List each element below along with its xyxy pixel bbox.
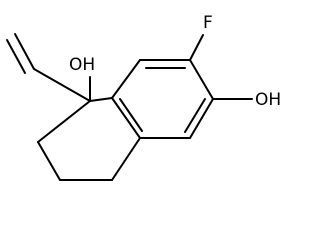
double-bond-c6-c5 <box>184 98 206 133</box>
double-bond-c4a-c8a <box>119 98 143 132</box>
hydroxyl-label-top: OH <box>69 55 95 75</box>
bond-c2-c3 <box>37 141 61 181</box>
hydroxyl-label-right: OH <box>255 90 281 110</box>
bond-c8a-c8 <box>111 59 141 99</box>
saturated-ring <box>37 97 141 181</box>
aromatic-ring <box>111 59 214 139</box>
bond-c6-c5 <box>189 98 214 139</box>
bond-c1-vinyl <box>33 68 91 102</box>
substituents <box>6 33 253 102</box>
structure-svg: OH F OH <box>6 13 281 181</box>
bond-c8a-c1 <box>89 97 113 102</box>
bond-c4-c4a <box>111 137 141 181</box>
bond-c7-c6 <box>189 59 214 100</box>
bond-c4a-c8a <box>111 97 141 139</box>
molecule-diagram: OH F OH <box>6 13 282 181</box>
fluoro-label: F <box>203 13 213 33</box>
bond-c7-f <box>189 34 204 61</box>
bond-vinyl-terminal-1 <box>14 33 35 70</box>
bond-vinyl-terminal-2 <box>6 39 26 74</box>
bond-c1-c2 <box>37 100 91 143</box>
